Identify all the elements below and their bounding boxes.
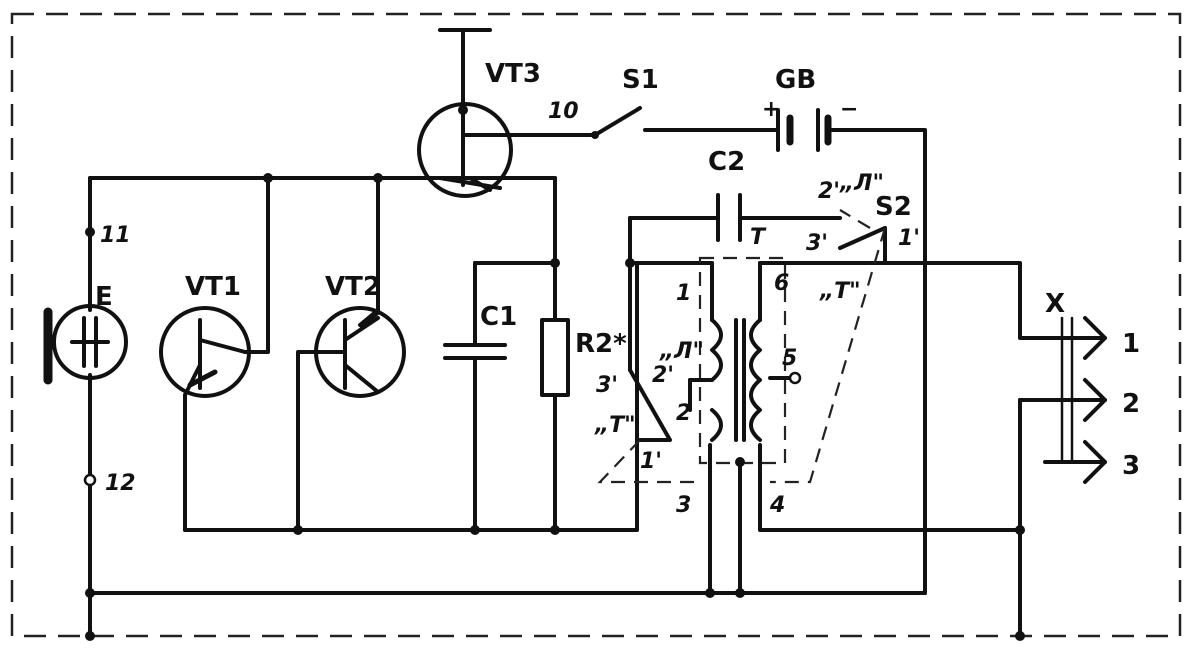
output-2: 2 [1122,389,1140,419]
enclosure-frame [10,12,1182,638]
s2-contact-3p: 3' [806,231,828,256]
c1-capacitor [443,343,507,360]
s2-contact-L: „Л" [839,171,884,196]
label-vt2: VT2 [325,272,381,302]
node-5: 5 [782,346,797,371]
node-11: 11 [100,223,131,248]
label-vt1: VT1 [185,272,241,302]
label-x: X [1045,289,1065,319]
r2-resistor [540,318,570,397]
wiring [88,28,1107,638]
s1-switch [591,131,599,139]
s2-contact-T: „Т" [819,279,861,304]
label-c1: C1 [480,302,517,332]
vt1-transistor [159,306,251,398]
label-s1: S1 [622,65,659,95]
junctions [83,105,1025,641]
s2-contact-2p: 2' [818,179,840,204]
label-gb-minus: − [840,97,858,122]
label-c2-t: T [750,225,767,250]
label-r2: R2* [575,329,627,359]
vt2-transistor [314,306,406,398]
gb-battery [776,108,832,152]
component-labels: VT3 S1 GB C2 T S2 VT1 VT2 C1 R2* E X + − [95,59,1065,359]
left-contact-L: „Л" [659,339,704,364]
node-labels: 10 11 12 1 6 5 2 3 4 [100,99,797,518]
node-1: 1 [676,281,691,306]
output-labels: 1 2 3 [1122,329,1140,481]
label-gb: GB [775,65,816,95]
e-earphone [43,304,128,385]
label-vt3: VT3 [485,59,541,89]
label-gb-plus: + [762,97,780,122]
left-contact-1p: 1' [640,449,662,474]
left-contact-T: „Т" [594,413,636,438]
node-3: 3 [676,493,691,518]
c2-capacitor [716,193,742,242]
left-contact-2p: 2' [652,363,674,388]
node-2: 2 [676,401,691,426]
output-1: 1 [1122,329,1140,359]
label-c2: C2 [708,147,745,177]
node-12: 12 [105,471,136,496]
left-contact-3p: 3' [596,373,618,398]
vt3-transistor [417,102,513,198]
label-e: E [95,282,113,312]
node-6: 6 [774,271,789,296]
node-10: 10 [548,99,579,124]
left-switch [597,368,700,484]
s2-contact-1p: 1' [898,226,920,251]
node-4: 4 [769,493,785,518]
label-s2: S2 [875,192,912,222]
output-3: 3 [1122,451,1140,481]
s2-switch [770,209,887,484]
output-connector-x [1060,316,1107,484]
switch-contact-labels: 2' „Л" 3' 1' „Т" „Л" 2' 3' „Т" 1' [594,171,920,474]
